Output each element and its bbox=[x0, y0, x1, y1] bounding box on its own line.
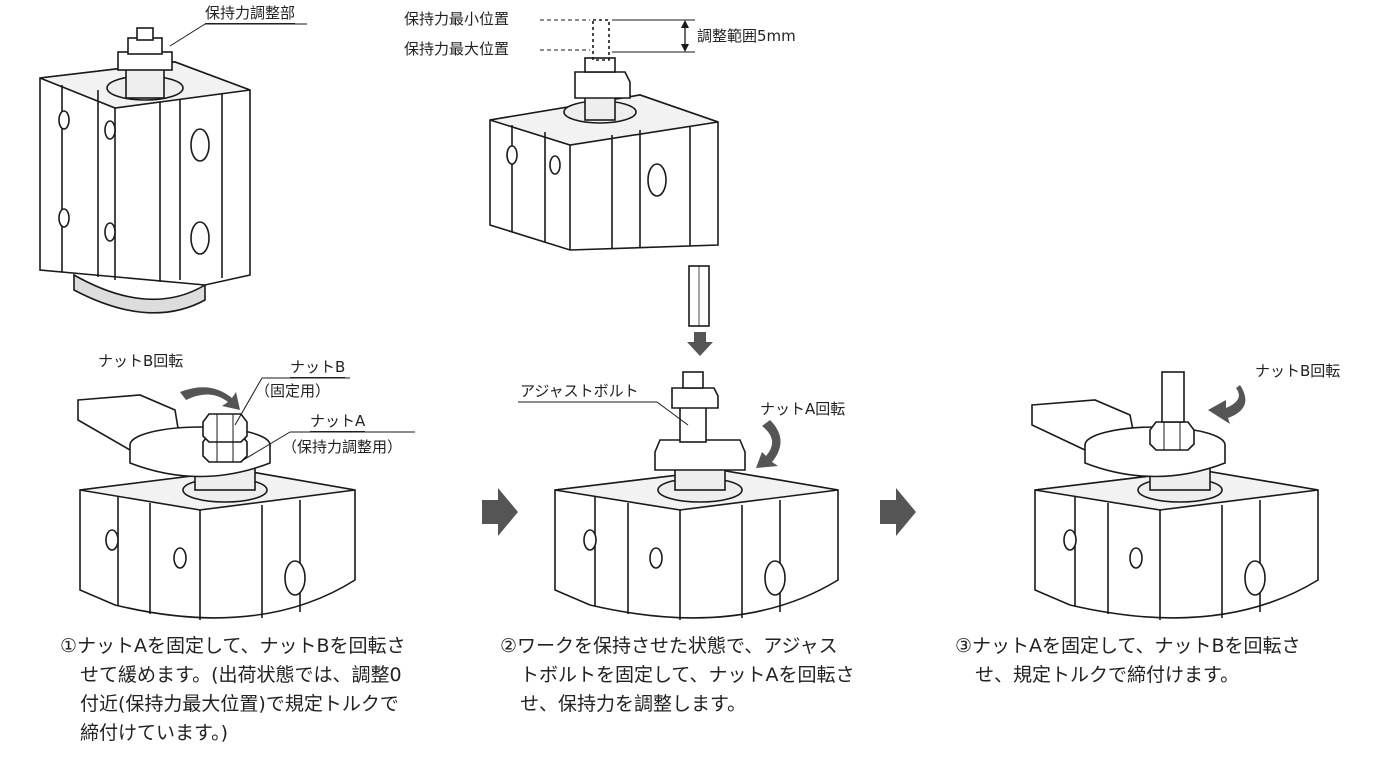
label-max-position: 保持力最大位置 bbox=[404, 40, 510, 58]
label-nut-b-rotate-step3: ナットB回転 bbox=[1255, 362, 1341, 380]
rotate-arrow-step1 bbox=[180, 387, 240, 410]
rotate-arrow-step3 bbox=[1208, 385, 1246, 424]
caption-step2-line3: せ、保持力を調整します。 bbox=[520, 693, 747, 715]
caption-step2-line2: トボルトを固定して、ナットAを回転さ bbox=[520, 664, 855, 686]
label-min-position: 保持力最小位置 bbox=[404, 10, 510, 28]
next-arrow-2 bbox=[880, 488, 916, 536]
rotate-arrow-step2 bbox=[756, 420, 781, 468]
caption-step1-line1: ①ナットAを固定して、ナットBを回転さ bbox=[60, 635, 406, 657]
cylinder-top-left bbox=[39, 27, 251, 314]
label-nut-b-rotate-step1: ナットB回転 bbox=[98, 352, 184, 370]
caption-step3-line1: ③ナットAを固定して、ナットBを回転さ bbox=[955, 635, 1301, 657]
caption-step1-line4: 締付けています。) bbox=[80, 722, 229, 744]
cylinder-step1 bbox=[77, 394, 356, 620]
caption-step3-line2: せ、規定トルクで締付けます。 bbox=[975, 664, 1240, 686]
cylinder-step2 bbox=[554, 371, 839, 620]
caption-step1: ①ナットAを固定して、ナットBを回転さ せて緩めます。(出荷状態では、調整0 付… bbox=[60, 632, 440, 748]
caption-step2-line1: ②ワークを保持させた状態で、アジャス bbox=[500, 635, 838, 657]
label-retention-adjust-part: 保持力調整部 bbox=[205, 4, 296, 24]
next-arrow-1 bbox=[482, 488, 518, 536]
label-nut-b-sub: （固定用） bbox=[255, 382, 331, 400]
caption-step2: ②ワークを保持させた状態で、アジャス トボルトを固定して、ナットAを回転さ せ、… bbox=[500, 632, 880, 719]
adjust-bolt-loose bbox=[688, 265, 710, 327]
cylinder-top-center bbox=[489, 19, 719, 251]
caption-step1-line2: せて緩めます。(出荷状態では、調整0 bbox=[80, 664, 402, 686]
label-adjust-bolt: アジャストボルト bbox=[520, 382, 639, 400]
cylinder-step3 bbox=[1031, 371, 1319, 620]
down-arrow bbox=[687, 332, 713, 356]
label-nut-a: ナットA bbox=[310, 412, 366, 432]
label-nut-a-rotate: ナットA回転 bbox=[760, 400, 846, 418]
caption-step3: ③ナットAを固定して、ナットBを回転さ せ、規定トルクで締付けます。 bbox=[955, 632, 1375, 690]
label-nut-a-sub: （保持力調整用） bbox=[282, 438, 403, 456]
label-nut-b: ナットB bbox=[290, 358, 346, 378]
label-adjust-range: 調整範囲5mm bbox=[697, 27, 796, 45]
caption-step1-line3: 付近(保持力最大位置)で規定トルクで bbox=[80, 693, 399, 715]
